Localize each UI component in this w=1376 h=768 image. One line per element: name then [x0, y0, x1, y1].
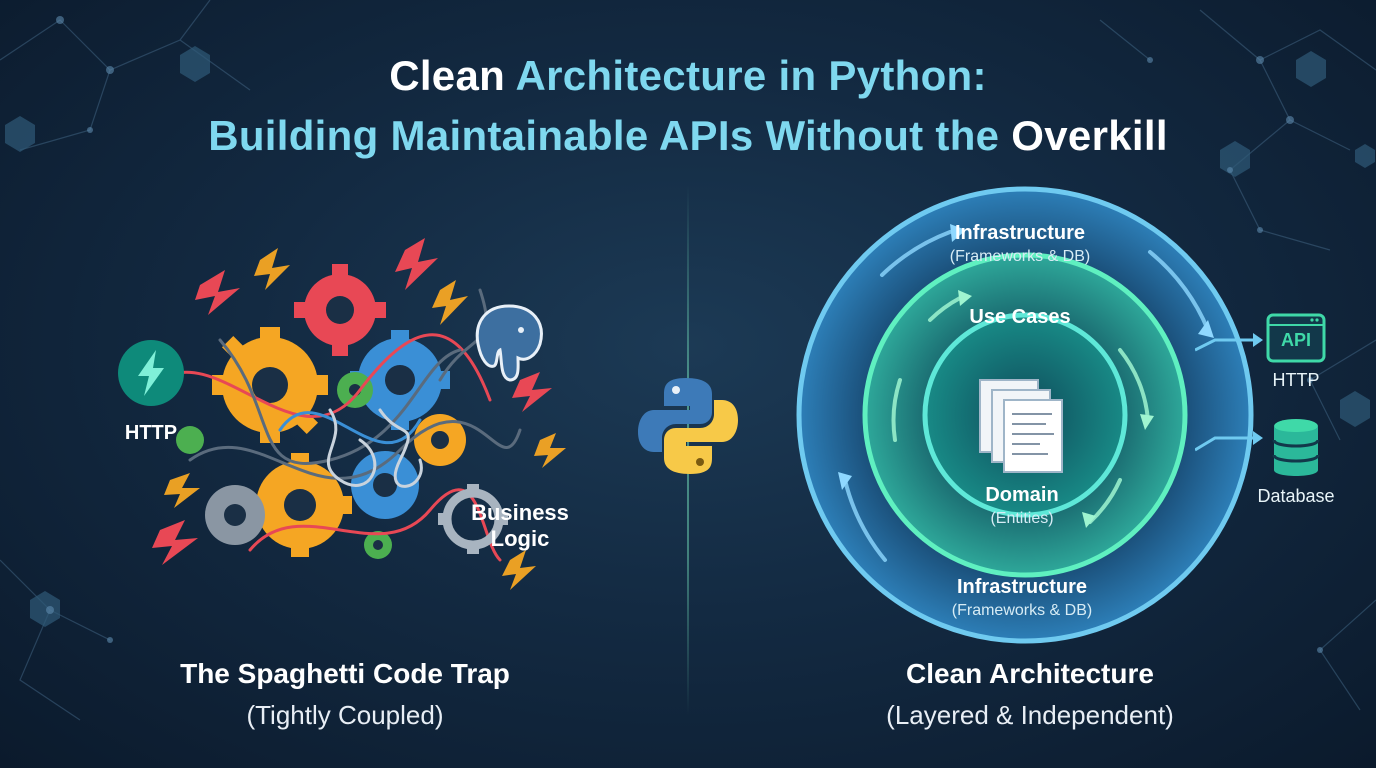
page-title-line-1: Clean Architecture in Python:	[0, 52, 1376, 100]
python-logo-icon	[638, 378, 738, 474]
right-caption: Clean Architecture (Layered & Independen…	[820, 658, 1240, 731]
postgres-elephant-icon	[475, 304, 543, 382]
left-caption: The Spaghetti Code Trap (Tightly Coupled…	[135, 658, 555, 731]
core-label: Domain (Entities)	[940, 484, 1104, 528]
page-title-line-2: Building Maintainable APIs Without the O…	[0, 112, 1376, 160]
business-logic-label: Business Logic	[455, 500, 585, 552]
core-subtitle: (Entities)	[990, 510, 1054, 527]
outer-ring-bottom-subtitle: (Frameworks & DB)	[951, 602, 1093, 619]
gear-icon	[351, 451, 419, 519]
gear-icon	[212, 327, 328, 443]
http-label: HTTP	[124, 422, 178, 444]
gear-icon	[438, 484, 508, 554]
outer-ring-bottom-title: Infrastructure	[956, 576, 1088, 598]
title-clean: Clean	[389, 52, 506, 99]
gear-icon	[294, 264, 386, 356]
title-overkill: Overkill	[1011, 112, 1168, 159]
api-http-label: HTTP	[1272, 370, 1320, 390]
left-caption-subtitle: (Tightly Coupled)	[246, 700, 444, 730]
outer-ring-top-label: Infrastructure (Frameworks & DB)	[920, 222, 1120, 266]
gear-icon	[414, 414, 466, 466]
outer-connectors	[1195, 333, 1263, 452]
core-title: Domain	[985, 484, 1059, 506]
title-building: Building Maintainable APIs Without the	[208, 112, 1000, 159]
middle-ring-label: Use Cases	[920, 306, 1120, 329]
business-logic-line-2: Logic	[490, 526, 550, 551]
http-bolt-icon	[118, 340, 184, 406]
right-caption-title: Clean Architecture	[906, 658, 1154, 689]
database-label: Database	[1257, 486, 1335, 506]
left-caption-title: The Spaghetti Code Trap	[180, 658, 510, 689]
database-icon	[1272, 419, 1320, 476]
api-window-icon	[1266, 313, 1326, 363]
title-architecture: Architecture in Python:	[515, 52, 987, 99]
business-logic-line-1: Business	[471, 500, 569, 525]
api-icon-text: API	[1280, 330, 1311, 350]
clean-architecture-diagram	[796, 186, 1254, 644]
document-stack-icon	[979, 379, 1063, 473]
outer-ring-top-subtitle: (Frameworks & DB)	[949, 248, 1091, 265]
right-caption-subtitle: (Layered & Independent)	[886, 700, 1174, 730]
middle-ring-title: Use Cases	[969, 306, 1071, 328]
spaghetti-illustration	[152, 238, 566, 590]
outer-ring-bottom-label: Infrastructure (Frameworks & DB)	[922, 576, 1122, 620]
outer-ring-top-title: Infrastructure	[954, 222, 1086, 244]
lightning-icon	[152, 238, 552, 565]
gear-icon	[205, 485, 265, 545]
gear-icon	[176, 372, 392, 559]
